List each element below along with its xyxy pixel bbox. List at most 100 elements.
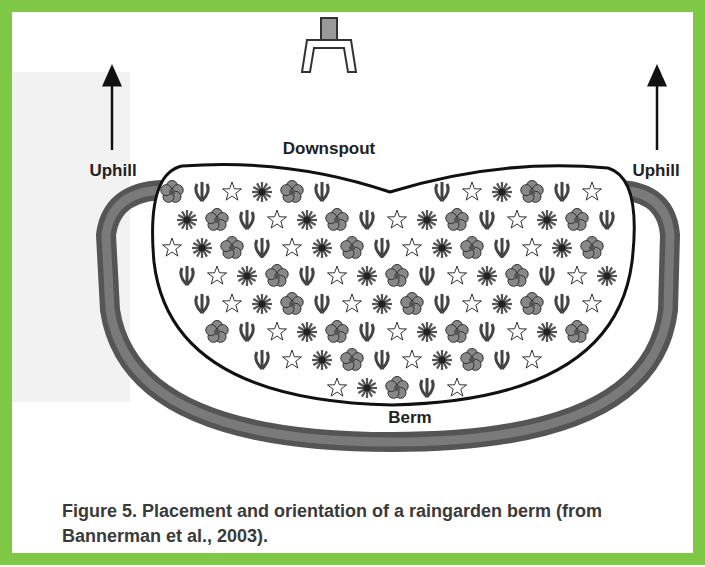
plant bbox=[481, 210, 493, 229]
plant bbox=[439, 245, 446, 252]
plant bbox=[349, 357, 355, 363]
plant bbox=[361, 322, 373, 341]
component-label: Downspout bbox=[283, 139, 376, 159]
plant bbox=[334, 217, 340, 223]
plant bbox=[169, 189, 175, 195]
plant bbox=[529, 189, 535, 195]
plant bbox=[241, 322, 253, 341]
plant bbox=[499, 189, 506, 196]
direction-label: Uphill bbox=[89, 161, 136, 181]
plant bbox=[496, 350, 508, 369]
uphill-arrow bbox=[111, 74, 114, 150]
plant bbox=[361, 210, 373, 229]
plant bbox=[268, 210, 287, 228]
plant bbox=[544, 217, 551, 224]
plant bbox=[229, 245, 235, 251]
plant bbox=[244, 273, 251, 280]
plant bbox=[463, 182, 482, 200]
plant bbox=[424, 217, 431, 224]
plant bbox=[256, 238, 268, 257]
plant bbox=[316, 294, 328, 313]
plant bbox=[214, 217, 220, 223]
frame-ground bbox=[12, 12, 693, 553]
plant bbox=[388, 210, 407, 228]
plant bbox=[589, 245, 595, 251]
plant bbox=[319, 245, 326, 252]
plant bbox=[454, 217, 460, 223]
plant bbox=[508, 210, 527, 228]
plant bbox=[379, 301, 386, 308]
plant bbox=[583, 182, 602, 200]
plant bbox=[559, 245, 566, 252]
figure-caption: Figure 5. Placement and orientation of a… bbox=[62, 499, 622, 549]
plant bbox=[439, 357, 446, 364]
plant bbox=[208, 266, 227, 284]
plant bbox=[196, 182, 208, 201]
plant bbox=[256, 350, 268, 369]
plant bbox=[214, 329, 220, 335]
plant bbox=[349, 245, 355, 251]
plant bbox=[469, 245, 475, 251]
plant bbox=[334, 329, 340, 335]
plant bbox=[448, 266, 467, 284]
plant bbox=[484, 273, 491, 280]
plant bbox=[394, 385, 400, 391]
plant bbox=[184, 217, 191, 224]
plant bbox=[364, 385, 371, 392]
plant bbox=[259, 301, 266, 308]
plant bbox=[289, 301, 295, 307]
plant bbox=[409, 301, 415, 307]
plant bbox=[223, 294, 242, 312]
plant bbox=[499, 301, 506, 308]
plant bbox=[448, 378, 467, 396]
plant bbox=[469, 357, 475, 363]
plant bbox=[403, 350, 422, 368]
plant bbox=[436, 294, 448, 313]
plant bbox=[199, 245, 206, 252]
plant bbox=[163, 238, 182, 256]
plant bbox=[283, 238, 302, 256]
plant bbox=[328, 266, 347, 284]
plants bbox=[161, 181, 617, 399]
plant bbox=[364, 273, 371, 280]
plant bbox=[508, 322, 527, 340]
plant bbox=[304, 329, 311, 336]
plant bbox=[403, 238, 422, 256]
uphill-arrow bbox=[656, 74, 659, 150]
plant bbox=[574, 217, 580, 223]
green-frame bbox=[6, 6, 699, 559]
plant bbox=[223, 182, 242, 200]
plant bbox=[604, 273, 611, 280]
plant bbox=[181, 266, 193, 285]
plant bbox=[556, 182, 568, 201]
plant bbox=[463, 294, 482, 312]
plant bbox=[283, 350, 302, 368]
plant bbox=[544, 329, 551, 336]
plant bbox=[496, 238, 508, 257]
plant bbox=[421, 266, 433, 285]
plant bbox=[319, 357, 326, 364]
plant bbox=[388, 322, 407, 340]
plant bbox=[376, 238, 388, 257]
plant bbox=[376, 350, 388, 369]
plant bbox=[394, 273, 400, 279]
plant bbox=[268, 322, 287, 340]
plant bbox=[241, 210, 253, 229]
plant bbox=[454, 329, 460, 335]
berm-label: Berm bbox=[388, 408, 431, 428]
raingarden bbox=[153, 164, 635, 405]
plant bbox=[259, 189, 266, 196]
downspout-symbol bbox=[302, 18, 356, 72]
plant bbox=[343, 294, 362, 312]
plant bbox=[529, 301, 535, 307]
plant bbox=[541, 266, 553, 285]
plant bbox=[304, 217, 311, 224]
plant bbox=[574, 329, 580, 335]
plant bbox=[424, 329, 431, 336]
plant bbox=[583, 294, 602, 312]
plant bbox=[274, 273, 280, 279]
plant bbox=[481, 322, 493, 341]
plant bbox=[316, 182, 328, 201]
